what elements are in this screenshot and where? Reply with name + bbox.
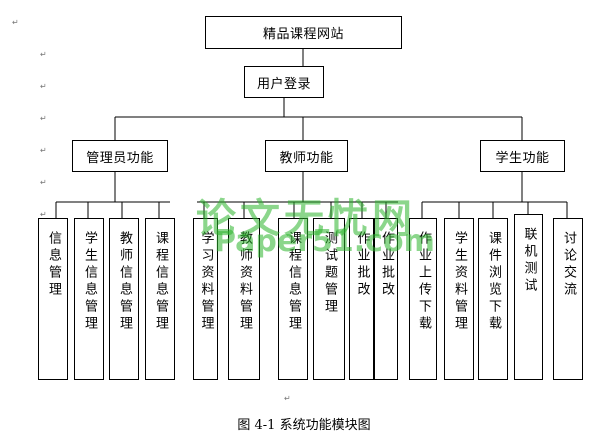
root-label: 精品课程网站 [262, 27, 344, 42]
root-node: 精品课程网站 [205, 16, 402, 49]
login-node: 用户登录 [244, 66, 324, 98]
watermark-logo-url: Paper51.com [214, 224, 435, 259]
leaf-node-teacher-grading-a: 作业批改 [349, 218, 374, 380]
paragraph-mark: ↵ [40, 178, 47, 187]
student-functions-label: 学生功能 [495, 150, 550, 166]
leaf-label: 学生资料管理 [452, 231, 467, 333]
leaf-label: 联机测试 [521, 227, 537, 295]
paragraph-mark: ↵ [40, 50, 47, 59]
leaf-label: 课程信息管理 [286, 231, 301, 333]
teacher-functions-label: 教师功能 [279, 150, 334, 166]
leaf-label: 教师资料管理 [237, 231, 252, 333]
leaf-label: 讨论交流 [561, 231, 576, 299]
login-label: 用户登录 [256, 76, 311, 92]
leaf-node-teacher-profile: 教师资料管理 [228, 218, 260, 380]
paragraph-mark: ↵ [40, 82, 47, 91]
leaf-node-admin-student-info: 学生信息管理 [74, 218, 104, 380]
paragraph-mark: ↵ [40, 210, 47, 219]
leaf-node-admin-teacher-info: 教师信息管理 [109, 218, 139, 380]
paragraph-mark: ↵ [284, 394, 291, 403]
leaf-node-admin-course-info: 课程信息管理 [145, 218, 175, 380]
leaf-label: 测试题管理 [322, 231, 337, 316]
paragraph-mark: ↵ [40, 114, 47, 123]
leaf-node-student-discussion: 讨论交流 [553, 218, 583, 380]
leaf-node-admin-info: 信息管理 [38, 218, 68, 380]
paragraph-mark: ↵ [40, 146, 47, 155]
leaf-label: 学习资料管理 [198, 231, 214, 333]
leaf-node-student-homework-transfer: 作业上传下载 [409, 218, 437, 380]
leaf-node-teacher-study-materials: 学习资料管理 [193, 218, 218, 380]
leaf-label: 作业批改 [379, 231, 394, 299]
leaf-label: 作业上传下载 [416, 231, 431, 333]
leaf-node-teacher-test-questions: 测试题管理 [313, 218, 345, 380]
leaf-label: 课程信息管理 [153, 231, 168, 333]
leaf-label: 课件浏览下载 [486, 231, 501, 333]
leaf-label: 作业批改 [354, 231, 370, 299]
leaf-node-student-profile: 学生资料管理 [444, 218, 474, 380]
watermark-logo-text: 论文无忧网 [196, 196, 416, 242]
leaf-label: 学生信息管理 [82, 231, 97, 333]
admin-functions-label: 管理员功能 [86, 150, 154, 166]
admin-functions-node: 管理员功能 [72, 140, 168, 172]
leaf-label: 教师信息管理 [117, 231, 132, 333]
teacher-functions-node: 教师功能 [265, 140, 348, 172]
leaf-node-student-courseware: 课件浏览下载 [478, 218, 508, 380]
figure-caption: 图 4-1 系统功能模块图 [237, 418, 371, 433]
student-functions-node: 学生功能 [480, 140, 565, 172]
leaf-node-teacher-grading-b: 作业批改 [374, 218, 398, 380]
leaf-node-student-online-test: 联机测试 [514, 214, 543, 380]
paragraph-mark: ↵ [12, 18, 19, 27]
leaf-label: 信息管理 [46, 231, 61, 299]
leaf-node-teacher-course-info: 课程信息管理 [278, 218, 308, 380]
